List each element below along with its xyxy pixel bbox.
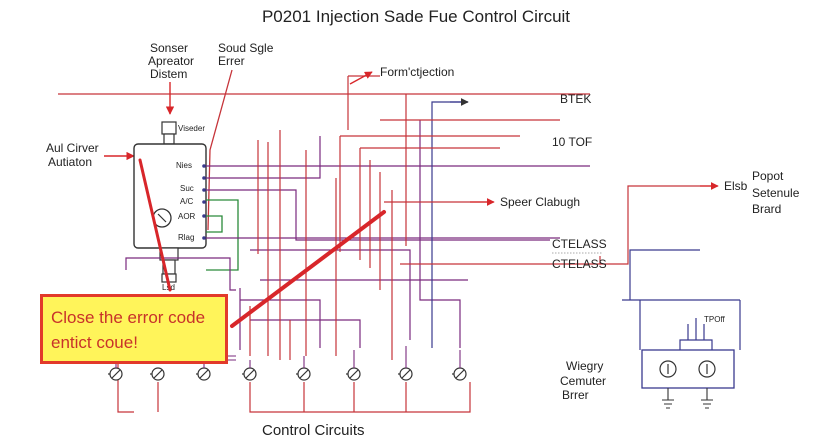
form-injection-label: Form'ctjection xyxy=(380,65,454,79)
callout-line-2: entict coue! xyxy=(51,333,138,352)
ecu-pin-aor: AOR xyxy=(178,212,196,221)
tof-label: 10 TOF xyxy=(552,135,592,149)
ctelass-label-2: CTELASS xyxy=(552,257,607,271)
ctelass-label-1: CTELASS xyxy=(552,237,607,251)
left-driver-label: Aul Cirver Autiaton xyxy=(46,141,99,169)
form-injection-arrow xyxy=(349,71,373,85)
sensor-block-label: Sonser Apreator Distem xyxy=(148,41,194,81)
svg-text:Sonser: Sonser xyxy=(150,41,188,55)
viseder-label: Viseder xyxy=(178,124,205,133)
annotation-slash-wire xyxy=(230,210,386,328)
error-wire xyxy=(207,69,233,231)
switch-8 xyxy=(452,367,467,381)
svg-text:Aul Cirver: Aul Cirver xyxy=(46,141,99,155)
control-circuits-label: Control Circuits xyxy=(262,422,365,439)
right-component-block xyxy=(639,300,741,409)
popot-label: Popot Setenule Brard xyxy=(752,169,800,216)
switch-3 xyxy=(196,367,211,381)
elsb-label: Elsb xyxy=(724,179,748,193)
ecu-pin-rlag: Rlag xyxy=(178,233,194,242)
btek-label: BTEK xyxy=(560,92,591,106)
callout-line-1: Close the error code xyxy=(51,308,206,327)
error-block-label: Soud Sgle Errer xyxy=(218,41,274,68)
speer-label: Speer Clabugh xyxy=(500,195,580,209)
switch-1 xyxy=(108,367,123,381)
svg-text:Cemuter: Cemuter xyxy=(560,374,606,388)
svg-text:Popot: Popot xyxy=(752,169,784,183)
diagram-title: P0201 Injection Sade Fue Control Circuit xyxy=(262,7,570,26)
svg-text:Brard: Brard xyxy=(752,202,781,216)
ecu-pin-nies: Nies xyxy=(176,161,192,170)
bottom-switches xyxy=(108,367,467,381)
svg-text:Apreator: Apreator xyxy=(148,54,194,68)
svg-text:Distem: Distem xyxy=(150,67,187,81)
ecu-pin-suc: Suc xyxy=(180,184,194,193)
green-wires xyxy=(206,199,239,271)
switch-7 xyxy=(398,367,413,381)
svg-text:Soud Sgle: Soud Sgle xyxy=(218,41,274,55)
switch-6 xyxy=(346,367,361,381)
wiegry-label: Wiegry Cemuter Brrer xyxy=(560,359,606,402)
switch-4 xyxy=(242,367,257,381)
switch-2 xyxy=(150,367,165,381)
annotation-left-slash xyxy=(138,158,172,292)
ecu-module xyxy=(133,121,207,283)
svg-text:Setenule: Setenule xyxy=(752,186,800,200)
svg-text:Wiegry: Wiegry xyxy=(566,359,603,373)
ecu-pin-dots xyxy=(202,164,206,240)
svg-text:Errer: Errer xyxy=(218,54,245,68)
error-callout: Close the error code entict coue! xyxy=(40,294,228,364)
ecu-pin-ac: A/C xyxy=(180,197,194,206)
purple-wires xyxy=(125,120,590,350)
svg-text:Autiaton: Autiaton xyxy=(48,155,92,169)
svg-text:Brrer: Brrer xyxy=(562,388,589,402)
tpoff-label: TPOff xyxy=(704,315,726,324)
red-wires xyxy=(117,75,712,413)
switch-5 xyxy=(296,367,311,381)
